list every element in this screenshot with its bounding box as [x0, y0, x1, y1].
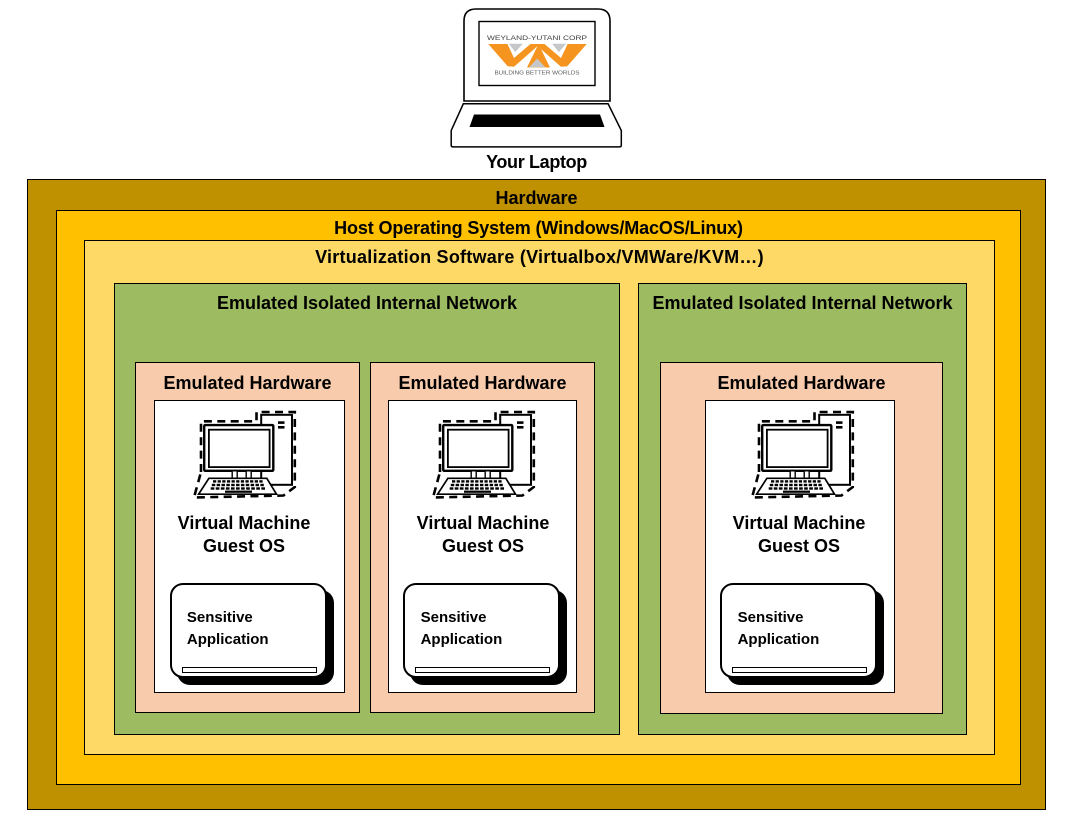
- svg-text:BUILDING BETTER WORLDS: BUILDING BETTER WORLDS: [495, 71, 580, 77]
- svg-text:WEYLAND-YUTANI CORP: WEYLAND-YUTANI CORP: [487, 35, 588, 42]
